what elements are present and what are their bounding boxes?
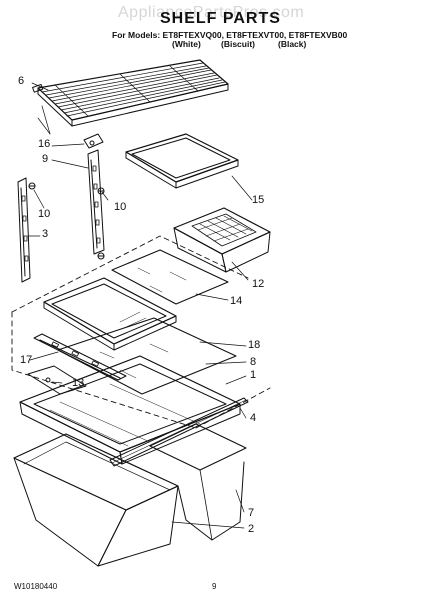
page-title: SHELF PARTS — [160, 10, 281, 27]
callout-16: 16 — [38, 138, 51, 150]
callout-4: 4 — [250, 412, 257, 424]
watermark: AppliancePartsPros.com — [118, 4, 305, 21]
side-rail-part-3 — [18, 178, 30, 282]
callout-3: 3 — [42, 228, 49, 240]
glass-panel-part-14 — [112, 250, 228, 304]
trim-rail-part-17 — [34, 334, 126, 380]
callout-15: 15 — [252, 194, 265, 206]
callout-6: 6 — [18, 75, 25, 87]
crisper-drawer-part-2-left — [14, 434, 178, 566]
glass-shelf-part-18 — [58, 318, 236, 394]
tray-part-15 — [126, 134, 238, 188]
callout-10-right: 10 — [114, 201, 127, 213]
callout-9: 9 — [42, 153, 49, 165]
callout-8: 8 — [250, 356, 257, 368]
leader-lines — [28, 83, 252, 528]
callout-17: 17 — [20, 354, 33, 366]
callout-7: 7 — [248, 507, 255, 519]
shelf-frame-middle — [44, 278, 176, 350]
callout-1: 1 — [250, 369, 257, 381]
bracket-part-16 — [84, 134, 103, 148]
front-bar-part-4 — [110, 398, 248, 466]
screw-part-10-right — [98, 188, 104, 259]
callout-10-left: 10 — [38, 208, 51, 220]
variant-biscuit: (Biscuit) — [221, 39, 255, 49]
callout-12: 12 — [252, 278, 265, 290]
screw-part-10-left — [29, 183, 35, 189]
support-rail-part-9 — [88, 150, 104, 254]
variant-white: (White) — [172, 39, 201, 49]
callout-14: 14 — [230, 295, 243, 307]
page-number: 9 — [212, 582, 217, 591]
callout-18: 18 — [248, 339, 261, 351]
callout-13: 13 — [72, 377, 85, 389]
cover-frame-part-1 — [20, 356, 240, 464]
clip-part-13 — [28, 366, 86, 394]
drawer-part-12 — [174, 208, 270, 272]
callout-2: 2 — [248, 523, 255, 535]
crisper-drawer-part-7-right — [150, 424, 246, 540]
variant-black: (Black) — [278, 39, 307, 49]
document-number: W10180440 — [14, 582, 58, 591]
model-list: For Models: ET8FTEXVQ00, ET8FTEXVT00, ET… — [112, 30, 348, 40]
wire-shelf-part-6 — [33, 60, 228, 126]
